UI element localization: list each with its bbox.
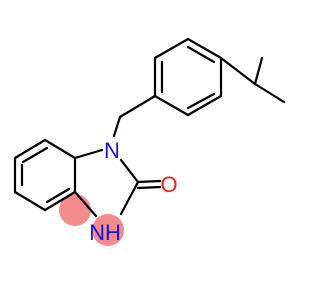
bond xyxy=(253,56,264,86)
atom-nh-label: NH xyxy=(89,220,121,245)
bond xyxy=(253,82,286,104)
bond xyxy=(186,37,223,60)
bond xyxy=(73,190,98,218)
bond-group xyxy=(13,37,286,218)
bond xyxy=(118,94,157,119)
bond xyxy=(119,158,140,184)
atom-n1-label: N xyxy=(104,138,120,163)
bond xyxy=(136,179,162,184)
bond-double xyxy=(21,146,49,164)
bond xyxy=(112,115,122,138)
highlight-nh xyxy=(92,214,124,246)
bond-double xyxy=(45,187,71,204)
bond xyxy=(73,148,104,160)
bond xyxy=(219,56,257,86)
molecule-structure: N O NH xyxy=(13,37,286,246)
bond xyxy=(13,190,47,212)
bond xyxy=(153,37,190,60)
bond-double xyxy=(186,92,216,110)
bond xyxy=(119,180,140,216)
bond xyxy=(43,190,77,212)
bond-double xyxy=(136,185,162,190)
bond xyxy=(186,94,223,117)
atom-o-label: O xyxy=(160,172,177,197)
bond xyxy=(153,94,190,117)
bond-double xyxy=(186,45,216,64)
bond xyxy=(13,138,47,160)
bond xyxy=(43,138,77,160)
atom-labels: N O NH xyxy=(89,138,177,245)
